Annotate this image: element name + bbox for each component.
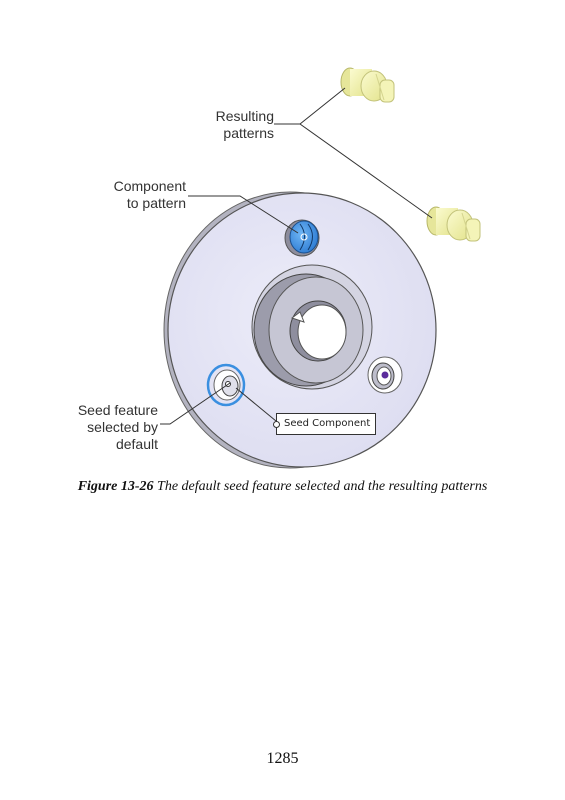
pattern-hole-right [367,356,403,394]
figure-caption-text: The default seed feature selected and th… [153,479,488,494]
callout-line: to pattern [126,195,186,211]
callout-resulting-patterns: Resulting patterns [180,108,274,142]
figure-caption: Figure 13-26 The default seed feature se… [0,479,565,495]
callout-line: patterns [223,125,274,141]
seed-component-label: Seed Component [284,418,371,429]
callout-line: Seed feature [77,402,158,418]
callout-seed-feature: Seed feature selected by default [50,402,158,453]
callout-line: Component [113,178,186,194]
cad-figure [160,67,481,469]
center-hub [251,264,373,390]
callout-line: default [115,436,158,452]
callout-component-to-pattern: Component to pattern [90,178,186,212]
pattern-pin-bottom [426,206,481,242]
pattern-pin-top [340,67,395,103]
selected-component-icon [284,219,320,257]
leader-lines [160,87,433,425]
page-number: 1285 [266,750,299,767]
seed-component-tag: Seed Component [273,413,376,435]
tag-anchor-dot [273,421,280,428]
callout-line: Resulting [215,108,274,124]
callout-line: selected by [87,419,158,435]
figure-number: Figure 13-26 [77,479,154,494]
